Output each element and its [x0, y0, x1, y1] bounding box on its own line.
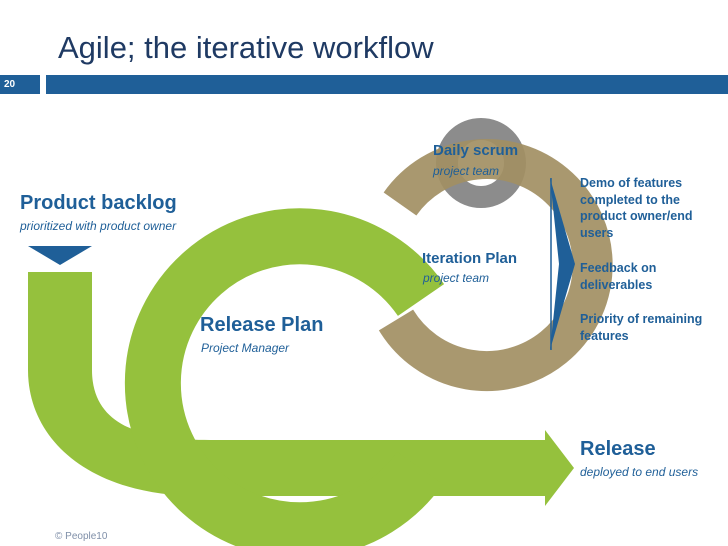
release-plan-sub: Project Manager: [201, 341, 290, 355]
outcome-priority: Priority of remaining features: [580, 312, 703, 343]
release-plan-loop: [124, 208, 445, 546]
iteration-plan-sub: project team: [423, 271, 490, 285]
outcome-bracket: [550, 178, 575, 350]
release-plan-title: Release Plan: [200, 314, 324, 336]
daily-scrum-title: Daily scrum: [433, 142, 519, 159]
iteration-plan-title: Iteration Plan: [422, 250, 518, 267]
iteration-plan-loop: [378, 139, 613, 392]
slide-title: Agile; the iterative workflow: [58, 30, 434, 65]
outcome-feedback: Feedback on deliverables: [580, 261, 657, 292]
release-title: Release: [580, 438, 656, 460]
product-backlog-title: Product backlog: [20, 192, 177, 214]
header-bar: [46, 75, 728, 94]
footer-copyright: © People10: [55, 531, 108, 542]
slide-number: 20: [0, 75, 40, 94]
release-sub: deployed to end users: [580, 465, 699, 479]
outcome-demo: Demo of features completed to the produc…: [580, 176, 693, 240]
backlog-marker: [28, 246, 92, 265]
daily-scrum-sub: project team: [433, 164, 500, 178]
release-arrow: [545, 430, 574, 506]
product-backlog-sub: prioritized with product owner: [20, 219, 177, 233]
